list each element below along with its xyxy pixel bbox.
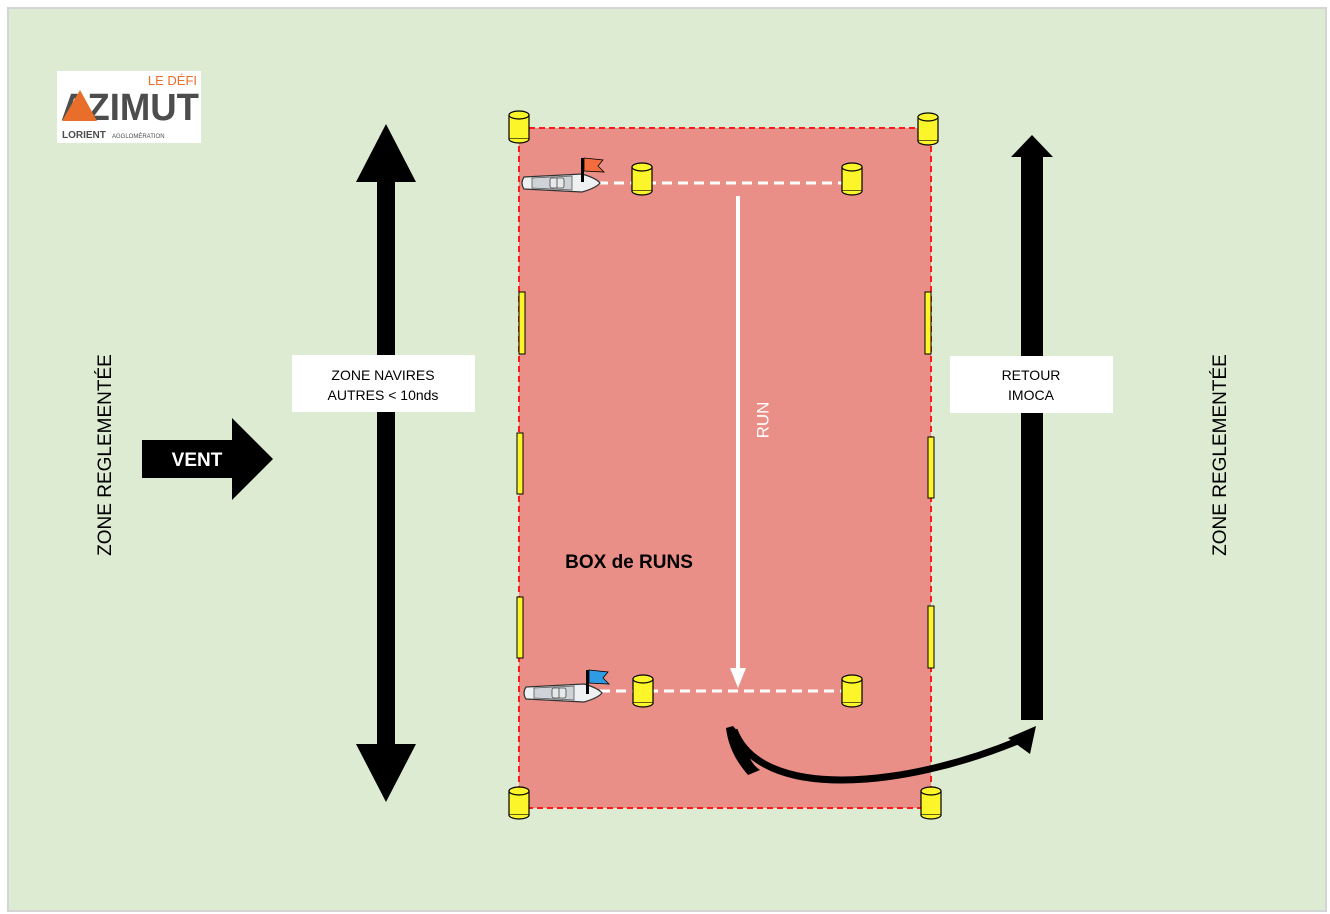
zone-reglementee-right-label: ZONE REGLEMENTÉE xyxy=(1210,354,1231,556)
arrow-down-icon xyxy=(356,744,416,802)
run-arrow-head-icon xyxy=(730,668,746,688)
wind-label: VENT xyxy=(172,450,223,471)
logo-triangle-mark xyxy=(62,90,97,121)
side-marker xyxy=(516,596,524,659)
buoy-icon xyxy=(841,674,863,708)
boat-icon xyxy=(523,683,603,703)
other-ships-arrow xyxy=(356,124,416,802)
arrow-up-icon xyxy=(1011,135,1053,157)
side-marker xyxy=(518,291,526,355)
logo-sub-brand: LORIENT xyxy=(62,130,106,141)
run-arrow xyxy=(730,196,746,688)
run-box xyxy=(518,127,932,809)
side-marker xyxy=(927,436,935,499)
logo-tagline: LE DÉFI xyxy=(148,73,197,88)
return-line2: IMOCA xyxy=(1008,387,1055,403)
zone-ships-label: ZONE NAVIRES AUTRES < 10nds xyxy=(292,355,475,412)
box-label: BOX de RUNS xyxy=(565,552,693,573)
zone-reglementee-left-label: ZONE REGLEMENTÉE xyxy=(95,354,116,556)
wind-arrow: VENT xyxy=(142,418,273,500)
side-marker xyxy=(927,605,935,669)
wind-arrow-icon xyxy=(142,418,273,500)
zone-ships-line2: AUTRES < 10nds xyxy=(328,387,439,403)
run-label: RUN xyxy=(753,402,772,439)
side-marker xyxy=(924,291,932,355)
buoy-icon xyxy=(508,110,530,144)
boat-icon xyxy=(521,173,601,193)
logo-sub-text: AGGLOMÉRATION xyxy=(112,133,165,140)
return-curve-arrow xyxy=(726,726,1036,784)
flag-icon xyxy=(586,669,611,694)
buoy-icon xyxy=(508,786,530,820)
curve-arrow-head-icon xyxy=(1008,726,1036,754)
azimut-logo: LE DÉFI AZIMUT LORIENT AGGLOMÉRATION xyxy=(57,71,201,143)
flag-icon xyxy=(581,157,606,182)
arrow-up-icon xyxy=(356,124,416,182)
buoy-icon xyxy=(917,112,939,146)
return-arrow xyxy=(1011,135,1053,720)
buoy-icon xyxy=(631,162,653,196)
return-imoca-label: RETOUR IMOCA xyxy=(950,356,1113,413)
buoy-icon xyxy=(841,162,863,196)
buoy-icon xyxy=(920,786,942,820)
zone-ships-line1: ZONE NAVIRES xyxy=(331,367,434,383)
side-marker xyxy=(516,432,524,495)
side-markers xyxy=(516,291,935,669)
return-line1: RETOUR xyxy=(1002,367,1061,383)
buoy-icon xyxy=(632,674,654,708)
